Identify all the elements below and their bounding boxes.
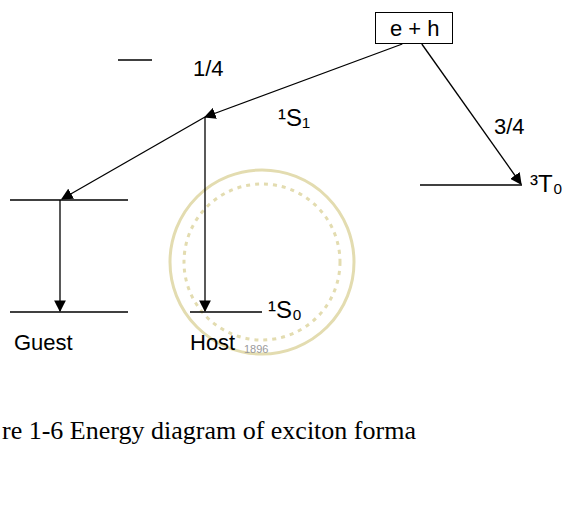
watermark-logo — [170, 170, 354, 354]
energy-level — [190, 311, 262, 312]
branch-ratio: 3/4 — [494, 116, 525, 138]
energy-level — [118, 59, 152, 60]
figure-caption: re 1-6 Energy diagram of exciton forma — [2, 418, 416, 444]
state-symbol: ³T₀ — [530, 172, 563, 196]
state-symbol: ¹S₁ — [278, 106, 310, 130]
energy-level — [420, 184, 522, 185]
energy-level — [10, 311, 128, 312]
watermark: 1896 — [244, 344, 268, 355]
energy-levels — [10, 60, 522, 312]
state-label: e + h — [390, 16, 438, 42]
state-box: e + h — [375, 12, 453, 44]
transition-arrow — [59, 200, 60, 311]
material-label: Guest — [14, 332, 73, 354]
state-symbol: ¹S₀ — [268, 298, 302, 322]
transition-arrow — [62, 117, 205, 199]
transition-arrow — [422, 44, 521, 184]
transition-arrow — [204, 117, 205, 311]
energy-level — [10, 199, 128, 200]
material-label: Host — [190, 332, 235, 354]
branch-ratio: 1/4 — [193, 58, 224, 80]
